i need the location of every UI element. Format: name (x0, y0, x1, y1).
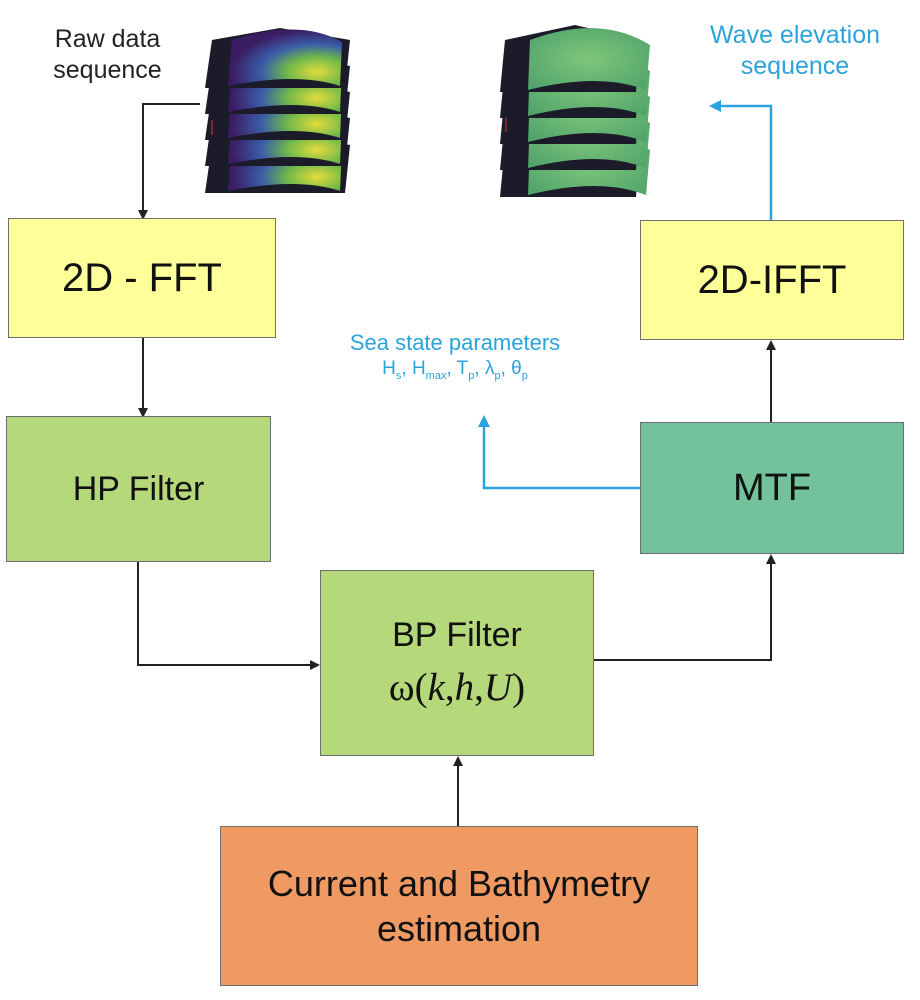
param-thetap: θp (511, 357, 528, 382)
ifft-box-label: 2D-IFFT (697, 257, 847, 302)
current-bathymetry-box: Current and Bathymetry estimation (220, 826, 698, 986)
mtf-label: MTF (732, 466, 812, 509)
wave-elevation-label-line2: sequence (740, 51, 850, 80)
arrow-raw-to-fft (138, 103, 200, 220)
raw-data-stack-icon (205, 28, 350, 193)
raw-data-label-line1: Raw data (54, 25, 161, 53)
dispersion-formula: ω(k,h,U) (388, 666, 526, 709)
bp-filter-label: BP Filter (392, 616, 522, 654)
sea-state-label: Sea state parameters Hs, Hmax, Tp, λp, θ… (300, 330, 610, 383)
wave-elevation-stack-icon (500, 25, 650, 197)
ifft-box: 2D-IFFT (640, 220, 904, 340)
param-lambdap: λp (484, 357, 501, 382)
mtf-box: MTF (640, 422, 904, 554)
hp-filter-box: HP Filter (6, 416, 271, 562)
arrow-bp-to-mtf (594, 554, 776, 661)
param-tp: Tp (456, 357, 475, 382)
hp-filter-label: HP Filter (72, 469, 205, 508)
raw-data-label: Raw data sequence (20, 24, 195, 85)
wave-elevation-label: Wave elevation sequence (680, 20, 910, 81)
sea-state-title: Sea state parameters (349, 330, 561, 355)
arrow-ifft-to-wave (709, 100, 773, 220)
current-bathymetry-line2: estimation (376, 908, 542, 949)
param-hmax: Hmax (411, 357, 447, 382)
arrow-hp-to-bp (137, 562, 320, 670)
sea-state-params: Hs, Hmax, Tp, λp, θp (382, 357, 528, 382)
wave-elevation-label-line1: Wave elevation (710, 21, 880, 49)
raw-data-label-line2: sequence (53, 55, 162, 84)
fft-box: 2D - FFT (8, 218, 276, 338)
current-bathymetry-line1: Current and Bathymetry (267, 863, 651, 904)
param-hs: Hs (382, 357, 402, 382)
bp-filter-box: BP Filter ω(k,h,U) (320, 570, 594, 756)
arrow-mtf-to-sea-state (478, 415, 640, 490)
fft-box-label: 2D - FFT (62, 255, 222, 300)
